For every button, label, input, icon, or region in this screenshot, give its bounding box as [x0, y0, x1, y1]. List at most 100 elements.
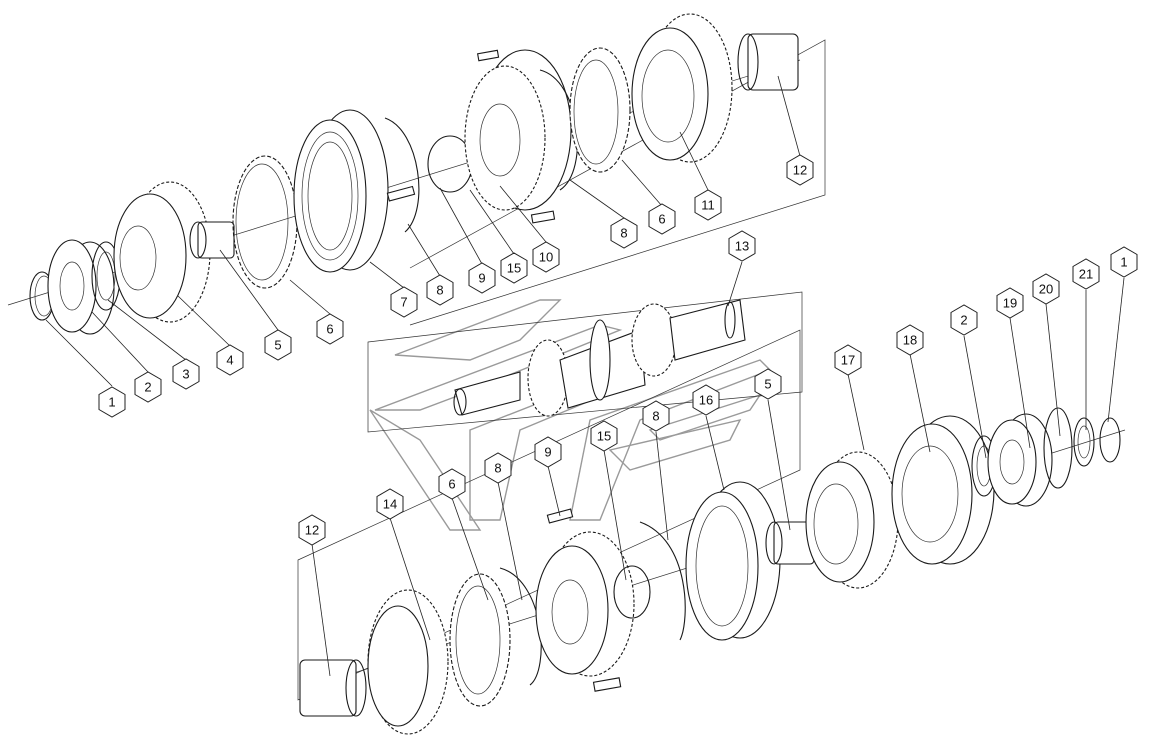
- synchro-ring-part-6c: [449, 573, 511, 707]
- gear-part-4: [113, 181, 211, 323]
- callout-hexagon: [694, 189, 722, 221]
- snap-ring-part-1b: [1099, 417, 1121, 463]
- callout-hexagon: [786, 154, 814, 186]
- wire-ring-part-8a: [384, 117, 420, 233]
- callout-c11: 11: [694, 189, 722, 221]
- callout-label: 11: [701, 198, 715, 213]
- bushing-part-12b: [299, 659, 367, 717]
- callout-hexagon: [642, 400, 670, 432]
- callout-label: 19: [1003, 296, 1017, 311]
- callout-label: 1: [1120, 255, 1127, 270]
- callout-label: 17: [841, 353, 855, 368]
- callout-c5a: 5: [264, 329, 292, 361]
- callout-label: 14: [383, 497, 397, 512]
- callout-c12b: 12: [298, 514, 326, 546]
- key-part-9a: [386, 185, 416, 202]
- callout-c15b: 15: [590, 420, 618, 452]
- gear-part-11: [631, 13, 733, 163]
- callout-c6c: 6: [438, 468, 466, 500]
- callout-label: 8: [494, 461, 501, 476]
- bushing-part-12a: [737, 33, 799, 91]
- callout-c6b: 6: [648, 203, 676, 235]
- clutch-hub-part-7: [293, 109, 389, 273]
- callout-hexagon: [590, 420, 618, 452]
- callout-label: 6: [326, 322, 333, 337]
- bearing-cup-part-18: [891, 415, 995, 565]
- callout-label: 9: [544, 445, 551, 460]
- callout-hexagon: [692, 384, 720, 416]
- callout-hexagon: [1072, 258, 1100, 290]
- callout-c12a: 12: [786, 154, 814, 186]
- callout-label: 5: [764, 377, 771, 392]
- gear-part-bottom-mid: [535, 508, 635, 692]
- callout-c20: 20: [1032, 273, 1060, 305]
- callout-hexagon: [98, 386, 126, 418]
- callout-label: 13: [735, 239, 749, 254]
- callout-hexagon: [216, 344, 244, 376]
- callout-label: 5: [274, 338, 281, 353]
- callout-c4: 4: [216, 344, 244, 376]
- bearing-part-19: [987, 413, 1053, 507]
- callout-hexagon: [468, 262, 496, 294]
- callout-c8b: 8: [610, 217, 638, 249]
- callout-label: 3: [182, 367, 189, 382]
- callout-c8c: 8: [642, 400, 670, 432]
- callout-hexagon: [728, 230, 756, 262]
- callout-label: 7: [400, 295, 407, 310]
- leader-lines: [45, 75, 1125, 677]
- callout-c2a: 2: [134, 371, 162, 403]
- callout-c17: 17: [834, 344, 862, 376]
- callout-hexagon: [996, 287, 1024, 319]
- callout-hexagon: [298, 514, 326, 546]
- callout-c9a: 9: [468, 262, 496, 294]
- callout-label: 2: [960, 313, 967, 328]
- callout-label: 4: [226, 353, 233, 368]
- callout-hexagon: [610, 217, 638, 249]
- washer-part-21: [1073, 417, 1095, 467]
- callout-hexagon: [754, 368, 782, 400]
- callout-label: 1: [108, 395, 115, 410]
- callout-label: 12: [305, 523, 319, 538]
- synchro-ring-part-6a: [232, 155, 298, 289]
- callout-label: 16: [699, 393, 713, 408]
- callout-c15a: 15: [500, 252, 528, 284]
- callout-c18: 18: [896, 324, 924, 356]
- gear-part-10: [464, 49, 572, 224]
- callout-hexagon: [534, 436, 562, 468]
- callout-hexagon: [484, 452, 512, 484]
- callout-c1b: 1: [1110, 246, 1138, 278]
- callout-hexagon: [134, 371, 162, 403]
- bearing-part: [47, 239, 115, 335]
- callout-label: 12: [793, 163, 807, 178]
- callout-label: 20: [1039, 282, 1053, 297]
- wire-ring-part-8d: [639, 521, 686, 641]
- callout-c3: 3: [172, 358, 200, 390]
- callout-label: 18: [903, 333, 917, 348]
- callout-c6a: 6: [316, 313, 344, 345]
- gear-part-14: [367, 589, 449, 735]
- callout-c8d: 8: [484, 452, 512, 484]
- callout-label: 6: [448, 477, 455, 492]
- callout-label: 8: [436, 283, 443, 298]
- callout-hexagon: [950, 304, 978, 336]
- callout-layer: 1234567891510861112131718219202115168159…: [98, 154, 1138, 546]
- callout-label: 15: [507, 261, 521, 276]
- callout-label: 21: [1079, 267, 1093, 282]
- callout-c9b: 9: [534, 436, 562, 468]
- callout-hexagon: [648, 203, 676, 235]
- callout-hexagon: [390, 286, 418, 318]
- callout-hexagon: [376, 488, 404, 520]
- callout-c21: 21: [1072, 258, 1100, 290]
- callout-c8a: 8: [426, 274, 454, 306]
- callout-hexagon: [834, 344, 862, 376]
- gear-part-17: [805, 451, 899, 589]
- callout-label: 10: [539, 250, 553, 265]
- callout-hexagon: [532, 241, 560, 273]
- main-shaft: [453, 299, 746, 417]
- callout-hexagon: [896, 324, 924, 356]
- snap-ring-part-20: [1043, 407, 1073, 489]
- callout-c2b: 2: [950, 304, 978, 336]
- callout-hexagon: [426, 274, 454, 306]
- callout-hexagon: [438, 468, 466, 500]
- sleeve-part-5a: [189, 221, 235, 259]
